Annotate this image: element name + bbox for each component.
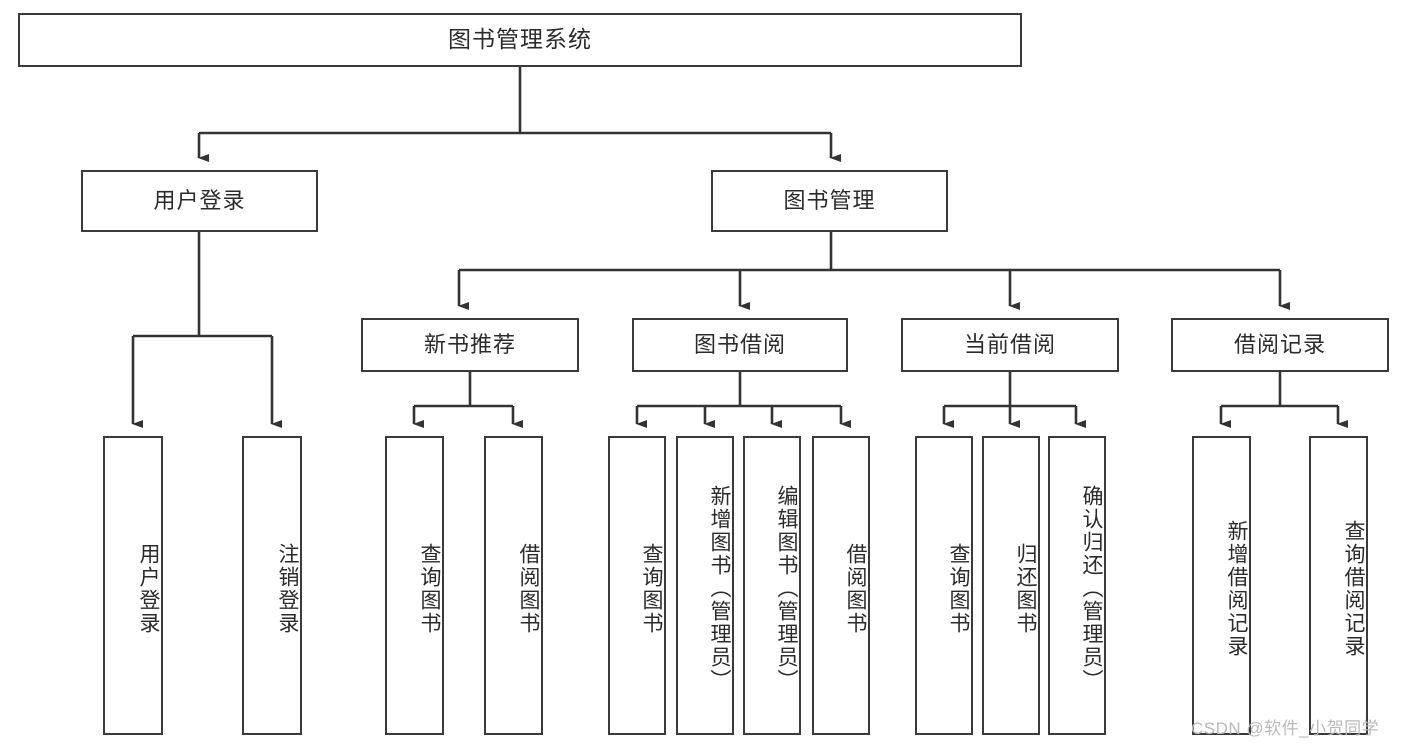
leaf-add-borrow-record-label: 新增借阅记录 — [1225, 519, 1248, 658]
leaf-query-book-recommend[interactable]: 查询图书 — [385, 436, 444, 735]
leaf-logout-label: 注销登录 — [276, 542, 299, 635]
node-user-login-label: 用户登录 — [153, 187, 246, 213]
node-borrow-record-label: 借阅记录 — [1233, 331, 1326, 357]
leaf-query-borrow-record[interactable]: 查询借阅记录 — [1309, 436, 1368, 735]
node-current-borrow-label: 当前借阅 — [963, 331, 1056, 357]
leaf-query-book-borrow-label: 查询图书 — [640, 542, 663, 635]
leaf-query-book-recommend-label: 查询图书 — [418, 542, 441, 635]
csdn-watermark: CSDN @软件_小贺同学 — [1191, 719, 1380, 738]
node-current-borrow[interactable]: 当前借阅 — [901, 318, 1119, 372]
leaf-return-book[interactable]: 归还图书 — [982, 436, 1040, 735]
leaf-query-book-borrow[interactable]: 查询图书 — [608, 436, 666, 735]
leaf-add-book-admin-label: 新增图书（管理员） — [708, 485, 731, 692]
node-borrow-record[interactable]: 借阅记录 — [1171, 318, 1389, 372]
node-book-borrow[interactable]: 图书借阅 — [632, 318, 848, 372]
leaf-borrow-book-recommend[interactable]: 借阅图书 — [484, 436, 543, 735]
leaf-edit-book-admin-label: 编辑图书（管理员） — [775, 485, 798, 692]
leaf-return-book-label: 归还图书 — [1014, 542, 1037, 635]
node-user-login[interactable]: 用户登录 — [81, 170, 318, 232]
leaf-query-borrow-record-label: 查询借阅记录 — [1342, 519, 1365, 658]
node-new-book-recommend[interactable]: 新书推荐 — [361, 318, 579, 372]
leaf-confirm-return-admin-label: 确认归还（管理员） — [1080, 485, 1103, 692]
leaf-query-book-current[interactable]: 查询图书 — [915, 436, 973, 735]
leaf-query-book-current-label: 查询图书 — [947, 542, 970, 635]
leaf-logout[interactable]: 注销登录 — [242, 436, 302, 735]
leaf-user-login[interactable]: 用户登录 — [103, 436, 163, 735]
leaf-edit-book-admin[interactable]: 编辑图书（管理员） — [743, 436, 801, 735]
leaf-borrow-book-recommend-label: 借阅图书 — [517, 542, 540, 635]
node-new-book-recommend-label: 新书推荐 — [423, 331, 516, 357]
leaf-user-login-label: 用户登录 — [137, 542, 160, 635]
node-root-system[interactable]: 图书管理系统 — [18, 13, 1022, 67]
leaf-add-book-admin[interactable]: 新增图书（管理员） — [676, 436, 734, 735]
node-root-system-label: 图书管理系统 — [448, 26, 592, 53]
leaf-borrow-book-label: 借阅图书 — [844, 542, 867, 635]
leaf-borrow-book[interactable]: 借阅图书 — [812, 436, 870, 735]
node-book-management-label: 图书管理 — [783, 187, 876, 213]
node-book-borrow-label: 图书借阅 — [693, 331, 786, 357]
leaf-add-borrow-record[interactable]: 新增借阅记录 — [1192, 436, 1251, 735]
node-book-management[interactable]: 图书管理 — [711, 170, 948, 232]
leaf-confirm-return-admin[interactable]: 确认归还（管理员） — [1048, 436, 1106, 735]
